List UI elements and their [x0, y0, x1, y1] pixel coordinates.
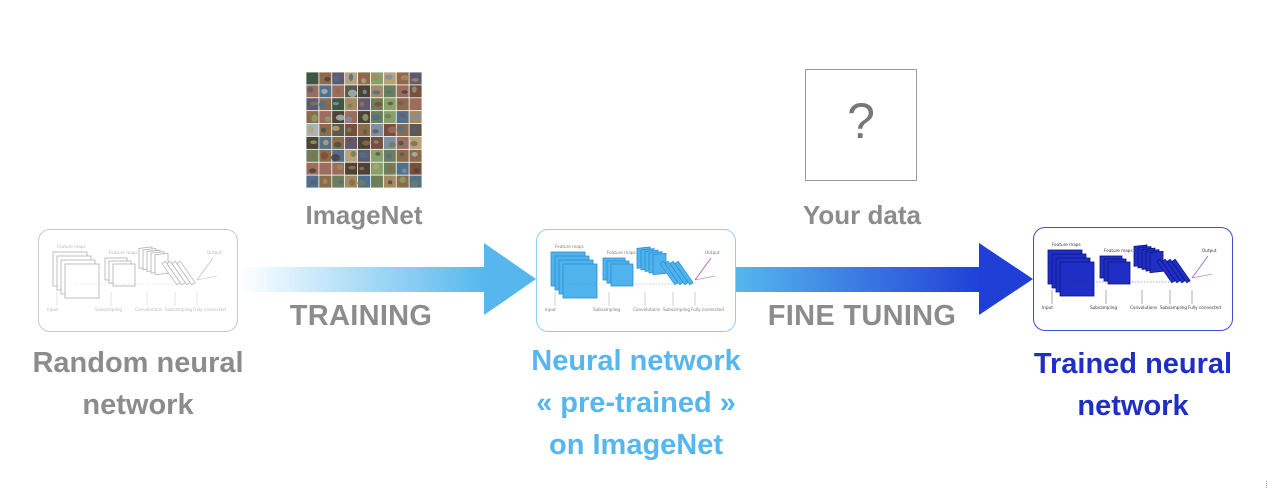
- trained-network-label: Trained neural network: [1013, 343, 1253, 427]
- subsampling-caption: Subsampling: [593, 307, 620, 312]
- output-caption: Output: [207, 250, 222, 255]
- pretrained-network-label: Neural network « pre-trained » on ImageN…: [507, 340, 765, 466]
- resize-handle-icon: [1266, 481, 1270, 488]
- fully-connected-caption: Fully connected: [691, 307, 724, 312]
- feature-maps-caption: Feature maps: [1052, 242, 1081, 247]
- pretrained-network-line3: on ImageNet: [548, 429, 724, 461]
- feature-maps-caption: Feature maps: [109, 250, 138, 255]
- thumbnail: [332, 175, 345, 188]
- question-mark: ?: [847, 93, 875, 149]
- feature-map-layer: [64, 263, 100, 299]
- subsampling-caption: Subsampling: [165, 307, 192, 312]
- feature-map-layer: [610, 263, 634, 287]
- subsampling-caption: Subsampling: [95, 307, 122, 312]
- feature-maps-caption: Feature maps: [1104, 248, 1133, 253]
- fine-tuning-label: FINE TUNING: [767, 300, 957, 332]
- output-line: [1191, 273, 1213, 279]
- feature-map-layer: [112, 263, 136, 287]
- thumbnail: [396, 162, 409, 175]
- input-caption: Input: [1042, 305, 1053, 310]
- subsampling-caption: Subsampling: [663, 307, 690, 312]
- output-line: [1191, 255, 1209, 279]
- imagenet-image: [306, 72, 422, 188]
- feature-map-layer: [1059, 261, 1095, 297]
- random-network-line2: network: [82, 389, 194, 421]
- feature-maps-caption: Feature maps: [555, 244, 584, 249]
- output-line: [694, 257, 712, 281]
- trained-network-line1: Trained neural: [1033, 348, 1233, 380]
- fully-connected-caption: Fully connected: [193, 307, 226, 312]
- convolutions-caption: Convolutions: [135, 307, 162, 312]
- output-caption: Output: [705, 250, 720, 255]
- convolutions-caption: Convolutions: [633, 307, 660, 312]
- output-line: [196, 257, 214, 281]
- thumbnail: [396, 98, 409, 111]
- feature-map-layer: [562, 263, 598, 299]
- convolutions-caption: Convolutions: [1130, 305, 1157, 310]
- photo-grid-icon: [306, 72, 422, 188]
- subsampling-caption: Subsampling: [1090, 305, 1117, 310]
- fine-tuning-arrow: [735, 240, 1035, 318]
- training-label: TRAINING: [289, 300, 433, 332]
- pretrained-network-line1: Neural network: [531, 345, 741, 377]
- output-line: [694, 275, 716, 281]
- random-network-label: Random neural network: [18, 342, 258, 426]
- pretrained-network-line2: « pre-trained »: [536, 387, 736, 419]
- fc-layer: [1171, 258, 1191, 284]
- output-line: [196, 275, 218, 281]
- input-caption: Input: [47, 307, 58, 312]
- thumbnail: [370, 149, 383, 162]
- subsampling-caption: Subsampling: [1160, 305, 1187, 310]
- imagenet-label: ImageNet: [305, 200, 423, 230]
- feature-maps-caption: Feature maps: [607, 250, 636, 255]
- training-arrow: [240, 240, 538, 318]
- input-caption: Input: [545, 307, 556, 312]
- your-data-placeholder: ?: [805, 69, 917, 181]
- trained-network-line2: network: [1077, 390, 1189, 422]
- feature-map-layer: [1107, 261, 1131, 285]
- output-caption: Output: [1202, 248, 1217, 253]
- random-network-line1: Random neural: [32, 347, 244, 379]
- your-data-label: Your data: [803, 200, 921, 230]
- feature-maps-caption: Feature maps: [57, 244, 86, 249]
- fc-layer: [176, 260, 196, 286]
- fully-connected-caption: Fully connected: [1188, 305, 1221, 310]
- fc-layer: [674, 260, 694, 286]
